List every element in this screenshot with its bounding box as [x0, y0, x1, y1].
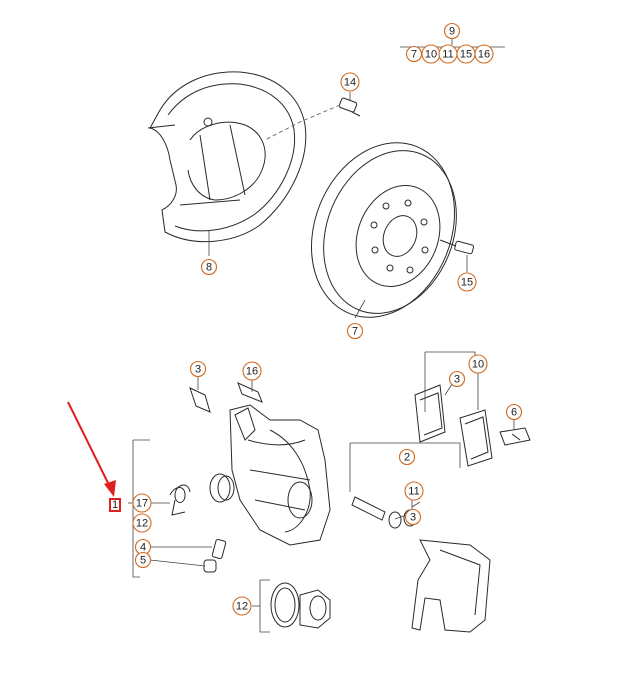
callout-circle — [474, 44, 494, 64]
callout-circle — [404, 481, 424, 501]
callout-circle — [132, 493, 152, 513]
callout-c9-15: 15 — [456, 44, 476, 64]
callout-label: 7 — [411, 49, 417, 61]
callout-c3a: 3 — [189, 360, 207, 378]
callout-circle — [398, 448, 416, 466]
callout-c8: 8 — [200, 258, 218, 276]
callout-label: 2 — [404, 452, 410, 464]
callout-label: 15 — [460, 49, 472, 61]
callout-label: 7 — [352, 326, 358, 338]
callout-c11: 11 — [404, 481, 424, 501]
callout-c6: 6 — [505, 403, 523, 421]
callout-c3b: 3 — [448, 370, 466, 388]
bolt-15-drawing — [439, 239, 475, 255]
callout-circle — [232, 596, 252, 616]
callout-c15: 15 — [457, 272, 477, 292]
dust-cap-drawing — [203, 559, 217, 573]
callout-label: 14 — [344, 77, 356, 89]
callout-circle — [443, 22, 461, 40]
callout-c9-11: 11 — [438, 44, 458, 64]
bolt-16-drawing — [237, 382, 263, 403]
callout-c17: 17 — [132, 493, 152, 513]
callout-label: 10 — [425, 49, 437, 61]
brake-disc-drawing — [311, 142, 457, 318]
callout-c9: 9 — [443, 22, 461, 40]
callout-c16: 16 — [242, 361, 262, 381]
callout-label: 17 — [136, 498, 148, 510]
highlight-arrow — [67, 401, 116, 497]
callout-circle — [448, 370, 466, 388]
callout-label: 16 — [478, 49, 490, 61]
callout-c2: 2 — [398, 448, 416, 466]
callout-c3c: 3 — [404, 508, 422, 526]
caliper-drawing — [229, 404, 331, 546]
callout-label: 16 — [246, 366, 258, 378]
callout-c5: 5 — [134, 551, 152, 569]
highlight-part-label: 1 — [112, 499, 118, 511]
callout-c9-7: 7 — [405, 45, 423, 63]
callout-c12b: 12 — [232, 596, 252, 616]
callout-label: 3 — [410, 512, 416, 524]
callout-label: 11 — [408, 486, 419, 498]
callout-circle — [134, 551, 152, 569]
callout-circle — [468, 354, 488, 374]
callout-label: 8 — [206, 262, 212, 274]
brake-pad-drawing — [414, 384, 493, 467]
callout-c7: 7 — [346, 322, 364, 340]
backing-plate-drawing — [147, 71, 307, 243]
callout-c12a: 12 — [132, 513, 152, 533]
anti-rattle-clip-drawing — [499, 427, 531, 446]
callout-circle — [340, 72, 360, 92]
callout-label: 6 — [511, 407, 517, 419]
highlight-box[interactable] — [109, 498, 121, 512]
callout-c9-10: 10 — [421, 44, 441, 64]
callout-label: 12 — [136, 518, 148, 530]
caliper-carrier-drawing — [411, 539, 491, 633]
spring-17-drawing — [169, 484, 191, 516]
bolt-3-drawing — [189, 387, 211, 413]
callout-label: 4 — [140, 542, 146, 554]
callout-label: 15 — [461, 277, 473, 289]
bolt-14-drawing — [338, 97, 361, 117]
callout-layer: 9 7 10 11 15 16 14 8 15 7 3 16 3 10 6 2 11 3 17 12 45 12 — [132, 22, 523, 616]
callout-circle — [189, 360, 207, 378]
callout-c10: 10 — [468, 354, 488, 374]
wheel-hub-drawing — [270, 582, 331, 629]
callout-circle — [505, 403, 523, 421]
piston-seal-drawing — [209, 473, 235, 503]
callout-circle — [404, 508, 422, 526]
bleeder-valve-drawing — [211, 538, 227, 560]
callout-label: 3 — [454, 374, 460, 386]
callout-circle — [200, 258, 218, 276]
callout-circle — [457, 272, 477, 292]
callout-label: 10 — [472, 359, 484, 371]
callout-circle — [132, 513, 152, 533]
callout-c14: 14 — [340, 72, 360, 92]
callout-label: 3 — [195, 364, 201, 376]
callout-circle — [242, 361, 262, 381]
callout-label: 5 — [140, 555, 146, 567]
callout-circle — [346, 322, 364, 340]
callout-label: 12 — [236, 601, 248, 613]
callout-c9-16: 16 — [474, 44, 494, 64]
callout-label: 9 — [449, 26, 455, 38]
callout-label: 11 — [442, 49, 453, 61]
